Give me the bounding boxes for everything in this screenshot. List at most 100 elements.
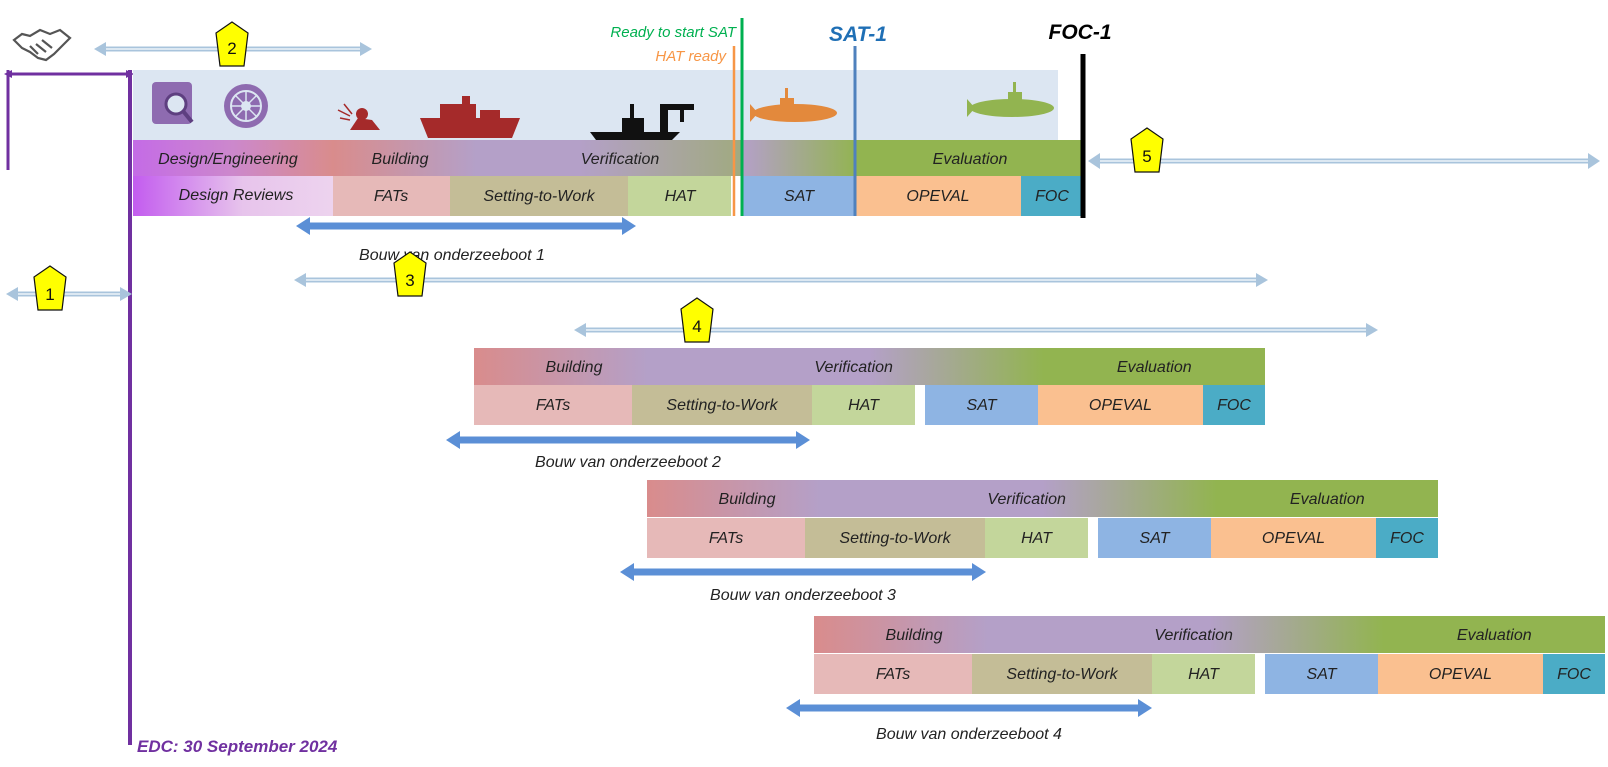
image-band	[133, 70, 1058, 140]
edc-frame	[4, 70, 134, 745]
sub-opeval	[856, 176, 1021, 216]
badge-1: 1	[33, 265, 67, 311]
boat-sub-label: OPEVAL	[1429, 666, 1492, 683]
sat1-label: SAT-1	[829, 23, 887, 46]
badge-2: 2	[215, 21, 249, 67]
hull-section-icon	[420, 96, 520, 138]
boat-sub-cell	[812, 385, 915, 425]
sub-stw	[450, 176, 628, 216]
welder-icon	[337, 103, 380, 130]
boat-phase-label: Verification	[814, 359, 893, 376]
boat-sub-cell	[1378, 654, 1543, 694]
sub-fats	[333, 176, 450, 216]
boat-phase-label: Building	[546, 359, 603, 376]
boat-sub-cell	[632, 385, 812, 425]
boat1-sub-sat: SAT	[784, 188, 815, 205]
boat-sub-cell	[1265, 654, 1378, 694]
boat-sub-label: FOC	[1390, 530, 1424, 547]
boat-phase-row	[814, 616, 1605, 653]
boat-sub-cell	[1098, 518, 1211, 558]
boat-sub-cell	[915, 385, 925, 425]
badge-4-label: 4	[692, 317, 701, 336]
boat-phase-label: Evaluation	[1117, 359, 1192, 376]
boat-sub-cell	[1088, 518, 1098, 558]
boat-sub-label: HAT	[1188, 666, 1220, 683]
boat-sub-cell	[985, 518, 1088, 558]
boat-caption: Bouw van onderzeeboot 4	[876, 726, 1062, 743]
boat1-sub-foc: FOC	[1035, 188, 1069, 205]
sub-foc	[1021, 176, 1083, 216]
foc1-label: FOC-1	[1049, 21, 1112, 44]
boat-sub-label: FOC	[1557, 666, 1591, 683]
propeller-icon	[224, 84, 268, 128]
ready-sat-label: Ready to start SAT	[610, 24, 737, 41]
badge-5-label: 5	[1142, 147, 1151, 166]
boat1-sub-fats: FATs	[374, 188, 408, 205]
submarine-orange-icon	[750, 88, 837, 122]
boat-sub-label: SAT	[967, 397, 998, 414]
badge-5: 5	[1130, 127, 1164, 173]
boat-build-arrow	[620, 563, 986, 581]
badge-3-label: 3	[405, 271, 414, 290]
boat-phase-label: Evaluation	[1457, 627, 1532, 644]
boat-sub-label: SAT	[1307, 666, 1338, 683]
phase-transition	[743, 140, 858, 176]
hat-ready-label: HAT ready	[655, 48, 727, 65]
badge-3: 3	[393, 251, 427, 297]
boat-sub-label: OPEVAL	[1262, 530, 1325, 547]
boat1-phase-evaluation: Evaluation	[933, 151, 1008, 168]
boat-build-arrow	[446, 431, 810, 449]
submarine-green-icon	[967, 82, 1054, 117]
boat1-sub-hat: HAT	[665, 188, 697, 205]
phase-evaluation	[858, 140, 1083, 176]
boat-sub-label: SAT	[1140, 530, 1171, 547]
boat1-caption: Bouw van onderzeeboot 1	[359, 247, 545, 264]
sub-design-reviews	[133, 176, 333, 216]
boat-phase-label: Building	[886, 627, 943, 644]
boat-sub-cell	[805, 518, 985, 558]
boat1-phase-building: Building	[372, 151, 429, 168]
boat-sub-cell	[1543, 654, 1605, 694]
boat-phase-label: Verification	[1154, 627, 1233, 644]
boat-sub-label: Setting-to-Work	[1006, 666, 1118, 683]
boat-sub-cell	[1255, 654, 1265, 694]
boat-caption: Bouw van onderzeeboot 2	[535, 454, 721, 471]
arrow-1	[6, 287, 132, 301]
boat1-sub-design-reviews: Design Reviews	[179, 187, 294, 204]
phase-design	[133, 140, 333, 176]
submarine-crane-icon	[590, 104, 694, 140]
boat-caption: Bouw van onderzeeboot 3	[710, 587, 896, 604]
badge-1-label: 1	[45, 285, 54, 304]
boat-sub-cell	[1211, 518, 1376, 558]
edc-label: EDC: 30 September 2024	[137, 737, 338, 756]
boat-sub-label: HAT	[848, 397, 880, 414]
boat-phase-row	[474, 348, 1265, 385]
boat-sub-cell	[647, 518, 805, 558]
boat-sub-cell	[1203, 385, 1265, 425]
boat-sub-cell	[972, 654, 1152, 694]
boat-sub-cell	[1376, 518, 1438, 558]
boat-phase-label: Evaluation	[1290, 491, 1365, 508]
boat-sub-cell	[1152, 654, 1255, 694]
boat-sub-label: FATs	[876, 666, 910, 683]
boat-build-arrow	[786, 699, 1152, 717]
boat1-phase-verification: Verification	[581, 151, 660, 168]
phase-building-verification	[333, 140, 743, 176]
badge-4: 4	[680, 297, 714, 343]
boat-sub-label: FATs	[536, 397, 570, 414]
boat-phase-label: Building	[719, 491, 776, 508]
boat1-build-arrow	[296, 217, 636, 235]
handshake-icon	[12, 28, 72, 62]
boat-sub-label: FATs	[709, 530, 743, 547]
badge-2-label: 2	[227, 39, 236, 58]
boat-phase-label: Verification	[987, 491, 1066, 508]
boat-sub-label: HAT	[1021, 530, 1053, 547]
boat-sub-label: Setting-to-Work	[666, 397, 778, 414]
boat1-sub-opeval: OPEVAL	[906, 188, 969, 205]
boat-sub-label: Setting-to-Work	[839, 530, 951, 547]
arrow-3	[294, 273, 1268, 287]
